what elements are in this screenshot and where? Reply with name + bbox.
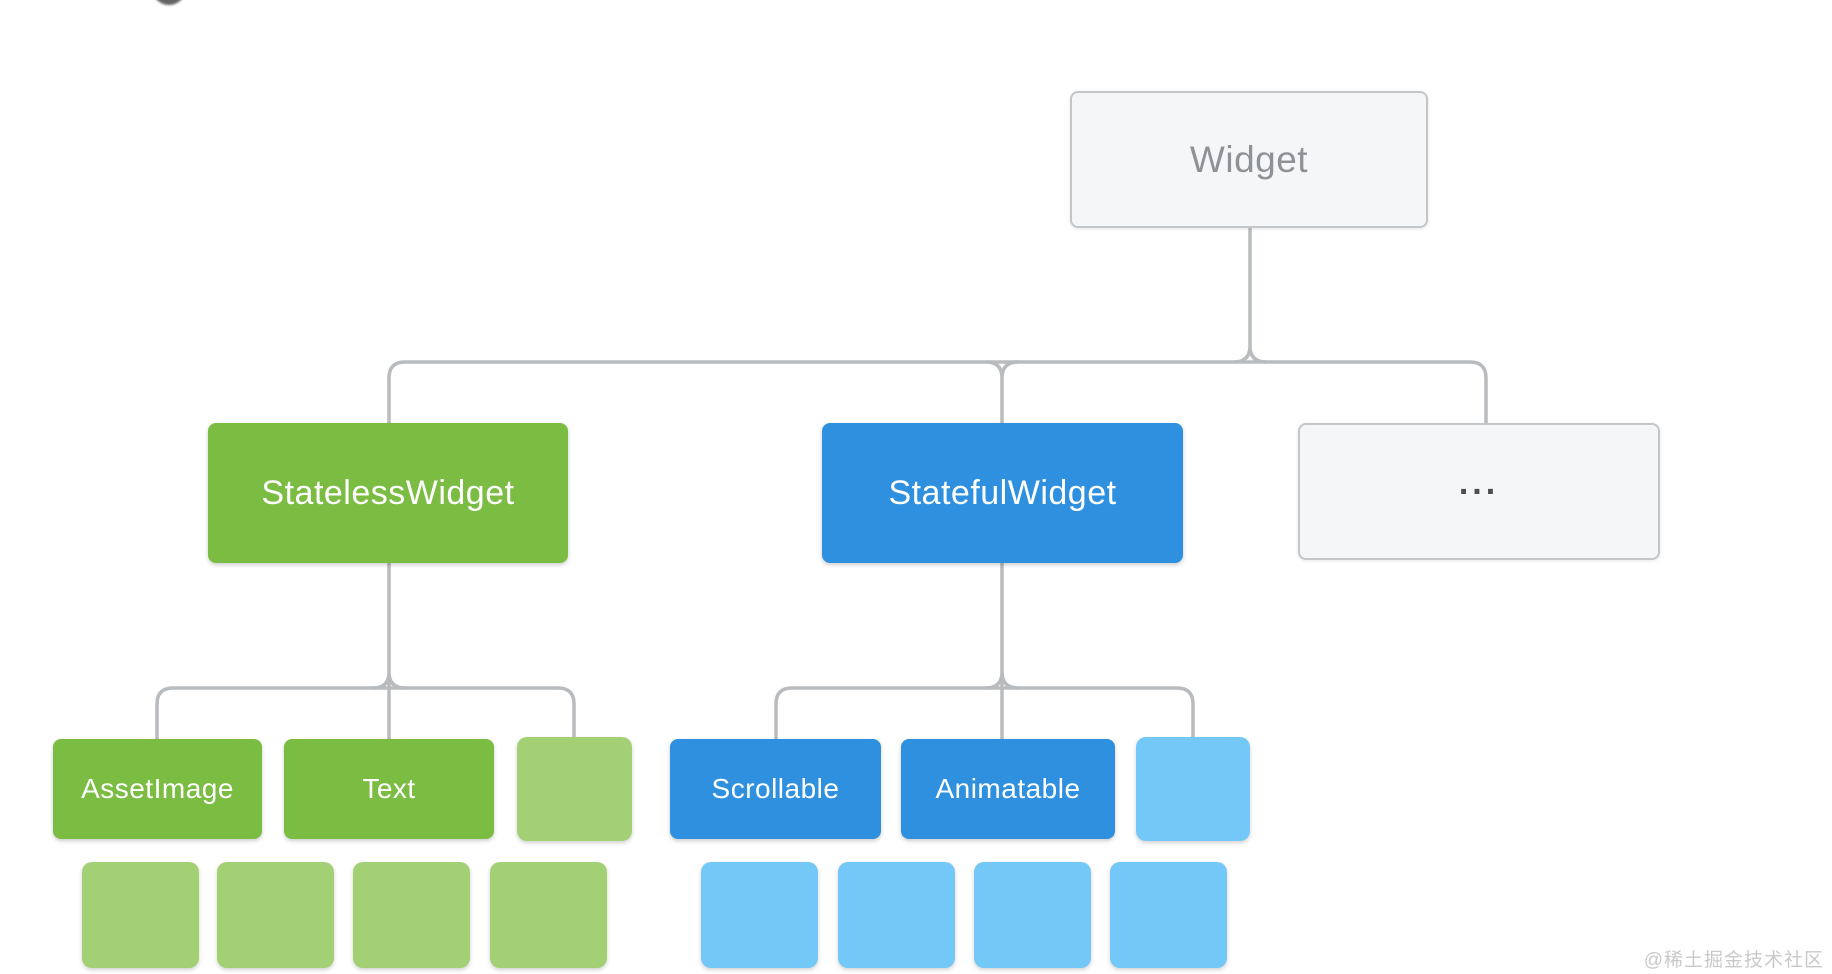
leaf-square-blue <box>701 862 818 968</box>
node-animatable-label: Animatable <box>935 773 1081 804</box>
node-assetimage-label: AssetImage <box>81 773 234 804</box>
node-unlabeled-blue <box>1136 737 1250 841</box>
leaf-square-green <box>217 862 334 968</box>
leaf-square-green <box>490 862 607 968</box>
node-text-label: Text <box>362 773 416 804</box>
leaf-square-green <box>82 862 199 968</box>
node-assetimage: AssetImage <box>53 739 262 839</box>
node-statefulwidget: StatefulWidget <box>822 423 1183 563</box>
node-statelesswidget: StatelessWidget <box>208 423 568 563</box>
node-scrollable: Scrollable <box>670 739 881 839</box>
leaf-square-green <box>353 862 470 968</box>
node-other-widgets-ellipsis: ... <box>1298 423 1660 560</box>
node-text: Text <box>284 739 494 839</box>
node-scrollable-label: Scrollable <box>711 773 840 804</box>
leaf-square-blue <box>974 862 1091 968</box>
node-widget-label: Widget <box>1189 138 1309 180</box>
node-widget: Widget <box>1070 91 1428 228</box>
watermark: @稀土掘金技术社区 <box>1643 950 1824 971</box>
leaf-square-blue <box>838 862 955 968</box>
node-unlabeled-green <box>517 737 632 841</box>
node-statefulwidget-label: StatefulWidget <box>888 473 1117 512</box>
node-statelesswidget-label: StatelessWidget <box>261 473 515 512</box>
node-animatable: Animatable <box>901 739 1115 839</box>
clipped-circle-decoration <box>152 0 186 5</box>
leaf-square-blue <box>1110 862 1227 968</box>
